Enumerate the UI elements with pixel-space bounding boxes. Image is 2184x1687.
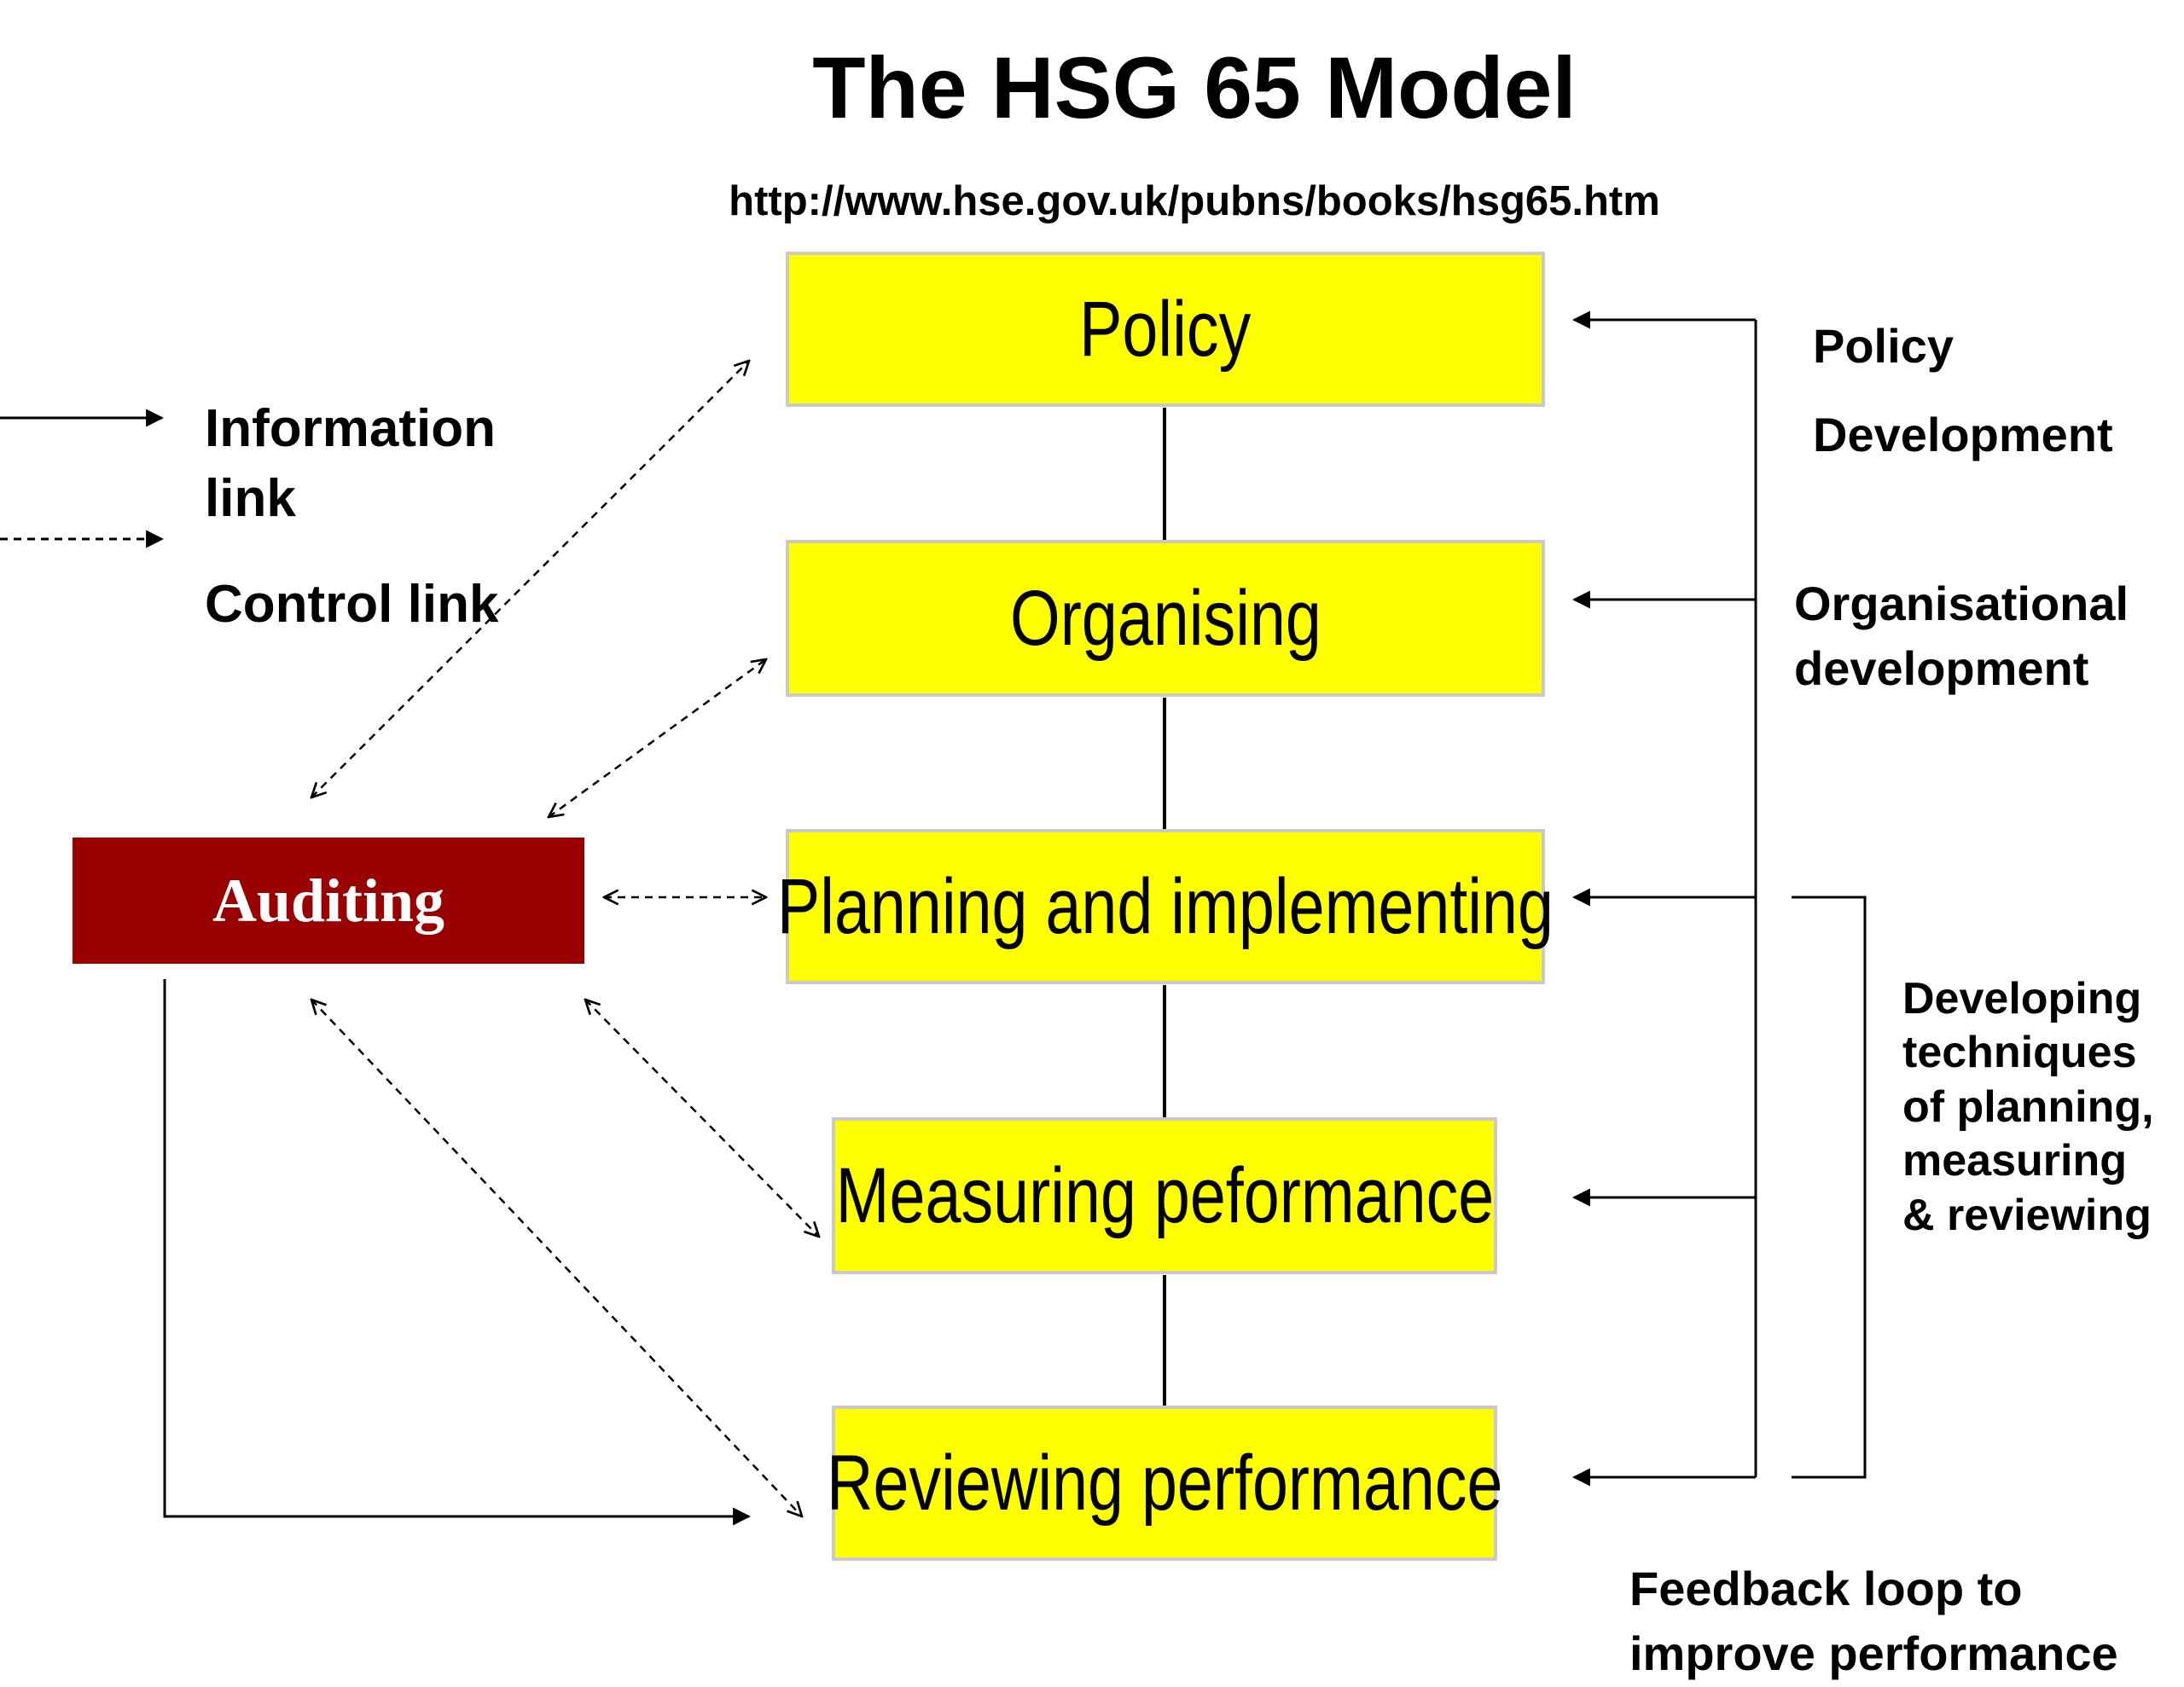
developing-line: techniques — [1902, 1028, 2137, 1078]
developing-bracket — [1792, 896, 1867, 1479]
legend-control-label: Control link — [205, 575, 499, 634]
legend-information-text: Information link — [205, 399, 496, 528]
diagram-title: The HSG 65 Model — [812, 39, 1577, 136]
feedback-line-1: Feedback loop to — [1629, 1562, 2023, 1615]
planning-box-label: Planning and implementing — [776, 862, 1554, 950]
policy-box: Policy — [786, 252, 1545, 407]
reviewing-box: Reviewing performance — [827, 1406, 1502, 1561]
developing-line: Developing — [1902, 974, 2142, 1023]
right-label-developing: Developing techniques of planning, measu… — [1902, 972, 2154, 1243]
legend-information-label: Information link — [205, 394, 563, 534]
reviewing-box-label: Reviewing performance — [826, 1439, 1503, 1527]
measuring-box-label: Measuring peformance — [835, 1151, 1494, 1239]
organising-box-label: Organising — [1009, 574, 1321, 662]
measuring-box: Measuring peformance — [832, 1117, 1497, 1274]
developing-line: of planning, — [1902, 1081, 2154, 1132]
auditing-information-link — [163, 979, 752, 1526]
planning-box: Planning and implementing — [777, 829, 1554, 984]
developing-line: measuring — [1902, 1136, 2127, 1186]
auditing-box: Auditing — [73, 838, 584, 964]
developing-line: & reviewing — [1902, 1190, 2152, 1240]
organisational-line-1: Organisational — [1794, 577, 2129, 630]
feedback-line-2: improve performance — [1629, 1626, 2118, 1680]
control-link-organising — [549, 659, 766, 817]
source-url: http://www.hse.gov.uk/pubns/books/hsg65.… — [729, 178, 1660, 224]
right-label-policy: Policy — [1813, 319, 1954, 373]
control-link-policy — [311, 361, 749, 797]
organising-box: Organising — [786, 540, 1545, 697]
organisational-line-2: development — [1794, 641, 2089, 695]
right-label-feedback: Feedback loop to improve performance — [1629, 1557, 2118, 1685]
right-label-organisational: Organisational development — [1794, 571, 2129, 700]
control-link-measuring — [585, 1000, 819, 1237]
right-label-development: Development — [1813, 408, 2113, 461]
auditing-box-label: Auditing — [212, 866, 445, 935]
control-link-reviewing — [311, 1000, 802, 1516]
policy-box-label: Policy — [1079, 285, 1252, 373]
